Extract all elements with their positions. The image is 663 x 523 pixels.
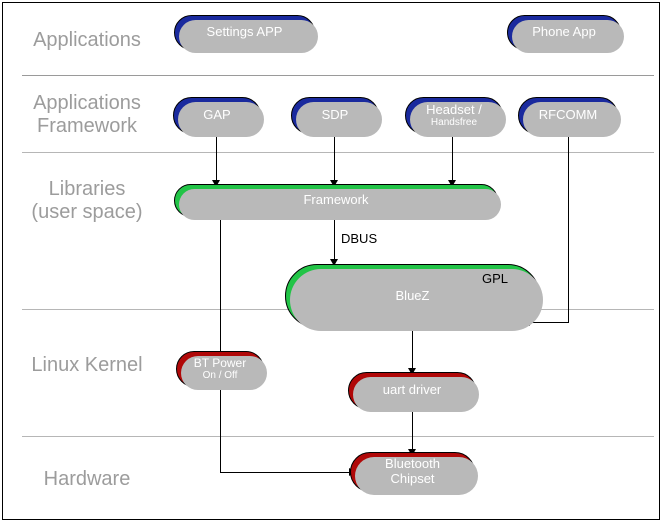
node-label: uart driver (382, 382, 442, 398)
node-label-line1: Bluetooth (385, 456, 440, 472)
node-uart-driver[interactable]: uart driver (348, 372, 479, 412)
node-label-line1: Headset / (426, 101, 482, 117)
node-bluetooth-chipset[interactable]: Bluetooth Chipset (350, 452, 478, 495)
separator-applications-framework (22, 152, 654, 153)
layer-label-applications-framework: Applications Framework (33, 92, 141, 137)
node-shadow (181, 356, 267, 390)
node-headset-handsfree[interactable]: Headset / Handsfree (405, 97, 506, 137)
separator-linux-kernel (22, 436, 654, 437)
node-label: SDP (321, 107, 349, 123)
layer-label-libraries: Libraries (user space) (31, 178, 143, 223)
node-gap[interactable]: GAP (173, 97, 264, 137)
layer-label-hardware: Hardware (43, 468, 131, 490)
node-sublabel: Handsfree (430, 117, 478, 129)
node-label: BT Power On / Off (193, 355, 247, 382)
node-label: Bluetooth Chipset (385, 457, 440, 486)
node-bt-power[interactable]: BT Power On / Off (176, 351, 267, 390)
node-label-line1: BT Power (193, 355, 247, 370)
edge-sdp-to-framework-line (334, 134, 336, 184)
edge-rfcomm-to-bluez-vline (568, 134, 570, 323)
edge-rfcomm-to-bluez-hline (529, 322, 569, 324)
node-shadow (178, 102, 264, 137)
node-shadow (296, 102, 382, 137)
node-bluez[interactable]: BlueZ (285, 264, 543, 331)
edge-framework-to-chipset-hline (220, 472, 353, 474)
edge-bluez-to-uart-line (412, 326, 414, 372)
node-label: RFCOMM (538, 107, 598, 123)
node-label: Phone App (532, 24, 596, 40)
node-shadow (512, 20, 624, 53)
node-label: GAP (203, 107, 231, 123)
node-sublabel: Chipset (390, 471, 435, 486)
edge-framework-to-bluez-arrow (330, 259, 338, 266)
node-label: Framework (303, 192, 369, 208)
node-phone-app[interactable]: Phone App (507, 15, 624, 53)
node-label: BlueZ (395, 287, 430, 303)
node-settings-app[interactable]: Settings APP (174, 15, 318, 53)
node-shadow (179, 189, 501, 220)
node-sublabel: On / Off (202, 370, 238, 382)
node-shadow (355, 457, 478, 495)
node-label: Headset / Handsfree (426, 101, 482, 129)
edge-uart-to-chipset-line (412, 409, 414, 452)
node-rfcomm[interactable]: RFCOMM (518, 97, 621, 137)
node-shadow (179, 20, 318, 53)
node-label: Settings APP (206, 24, 283, 40)
node-shadow (523, 102, 621, 137)
node-shadow (410, 102, 506, 137)
annotation-gpl: GPL (482, 271, 509, 286)
layer-label-linux-kernel: Linux Kernel (31, 354, 143, 376)
edge-gap-to-framework-line (216, 134, 218, 184)
edge-headset-to-framework-line (452, 134, 454, 184)
node-shadow (290, 269, 543, 331)
layer-label-applications: Applications (33, 29, 141, 51)
edge-framework-to-bluez-line (334, 216, 336, 264)
node-shadow (353, 377, 479, 412)
node-sdp[interactable]: SDP (291, 97, 382, 137)
node-framework[interactable]: Framework (174, 184, 501, 220)
edge-label-dbus: DBUS (341, 231, 378, 246)
separator-applications (22, 75, 654, 76)
edge-framework-to-chipset-vline (220, 216, 222, 473)
